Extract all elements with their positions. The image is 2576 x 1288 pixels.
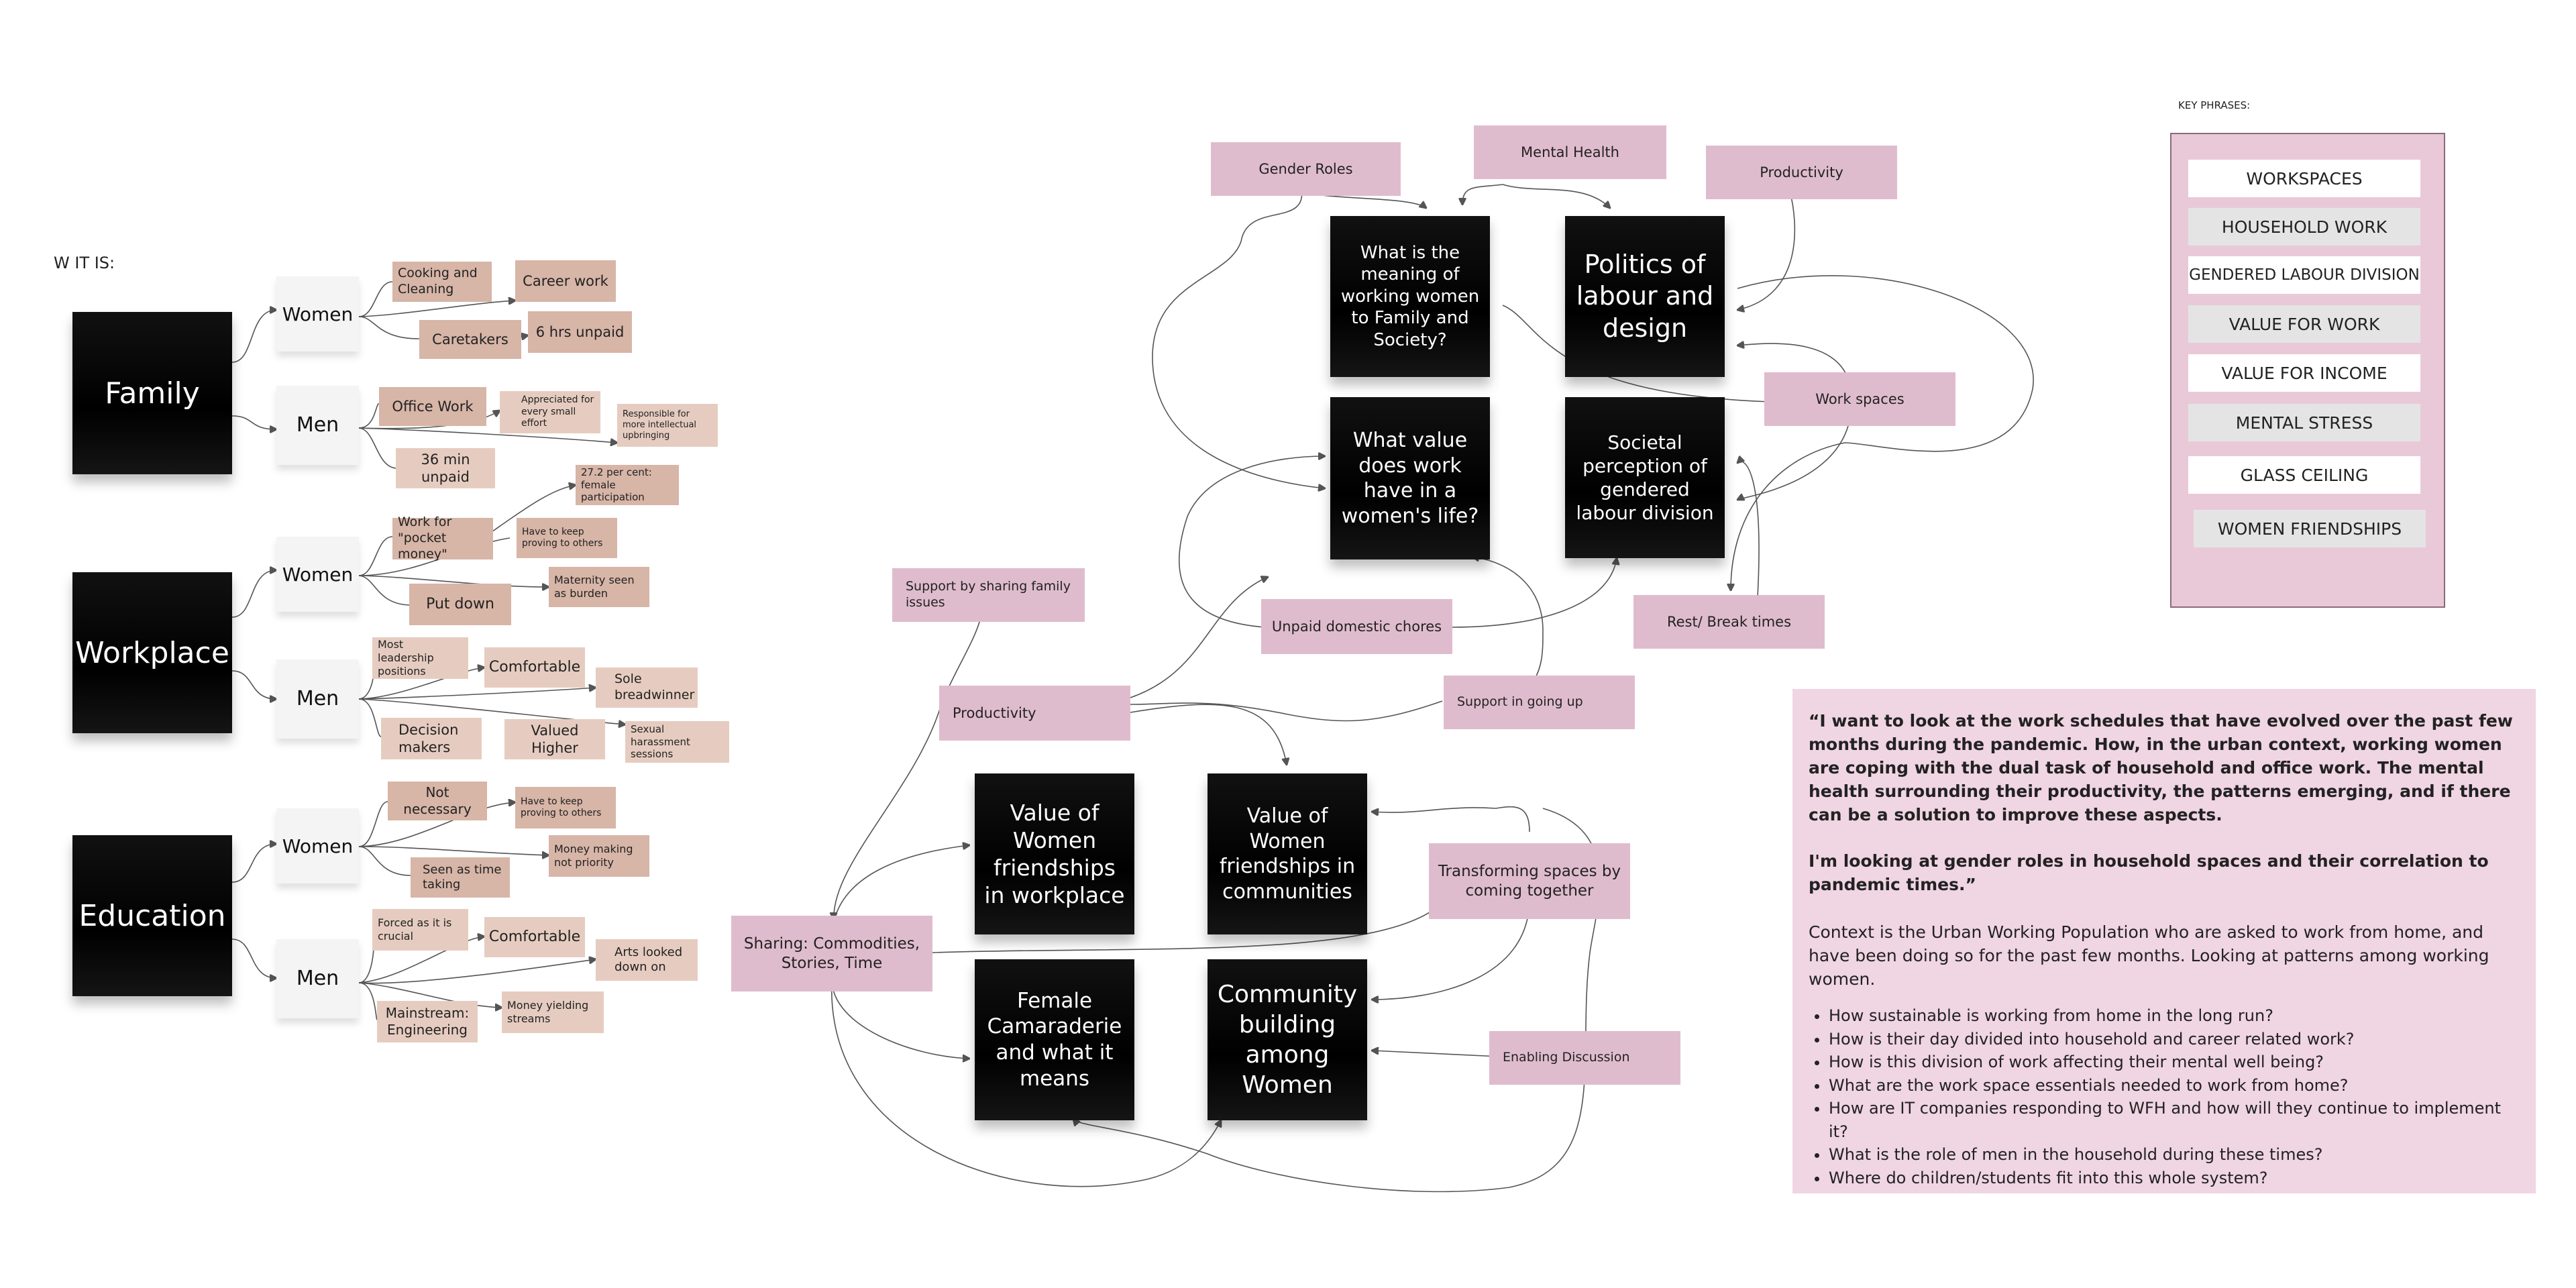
key-phrase-5[interactable]: VALUE FOR INCOME: [2188, 354, 2420, 392]
key-phrase-4[interactable]: VALUE FOR WORK: [2188, 305, 2420, 343]
education-men-item-5[interactable]: Money yielding streams: [502, 991, 604, 1033]
support-going-up-note[interactable]: Support in going up: [1444, 676, 1635, 729]
family-node[interactable]: Family: [72, 312, 232, 474]
research-quote-1: “I want to look at the work schedules th…: [1809, 711, 2513, 824]
workplace-men-item-2[interactable]: Comfortable: [484, 647, 585, 688]
key-phrase-7[interactable]: GLASS CEILING: [2188, 456, 2420, 494]
how-it-is-heading: W IT IS:: [54, 254, 115, 272]
education-women-item-2[interactable]: Have to keep proving to others: [515, 787, 616, 828]
workplace-men-item-6[interactable]: Sexual harassment sessions: [625, 721, 729, 763]
societal-perception-node[interactable]: Societal perception of gendered labour d…: [1565, 397, 1725, 558]
education-men-node[interactable]: Men: [276, 939, 359, 1018]
family-women-node[interactable]: Women: [276, 276, 359, 352]
key-phrase-1[interactable]: WORKSPACES: [2188, 160, 2420, 197]
research-statement-panel: “I want to look at the work schedules th…: [1792, 689, 2536, 1193]
community-building-node[interactable]: Community building among Women: [1208, 959, 1367, 1120]
workplace-men-item-5[interactable]: Valued Higher: [504, 719, 605, 759]
workplace-men-node[interactable]: Men: [276, 659, 359, 739]
research-question: How is their day divided into household …: [1829, 1028, 2520, 1051]
productivity-top-note[interactable]: Productivity: [1706, 146, 1897, 199]
workplace-women-item-1[interactable]: 27.2 per cent: female participation: [576, 465, 679, 505]
education-men-item-3[interactable]: Arts looked down on: [596, 939, 698, 981]
value-of-work-node[interactable]: What value does work have in a women's l…: [1330, 397, 1490, 559]
research-question: How sustainable is working from home in …: [1829, 1004, 2520, 1028]
rest-break-times-note[interactable]: Rest/ Break times: [1633, 595, 1825, 649]
key-phrase-3[interactable]: GENDERED LABOUR DIVISION: [2188, 256, 2420, 294]
female-camaraderie-node[interactable]: Female Camaraderie and what it means: [975, 959, 1134, 1120]
education-men-item-1[interactable]: Forced as it is crucial: [372, 909, 468, 951]
transforming-spaces-note[interactable]: Transforming spaces by coming together: [1429, 843, 1630, 919]
family-men-item-2[interactable]: Appreciated for every small effort: [500, 391, 600, 433]
education-women-item-3[interactable]: Money making not priority: [549, 835, 649, 877]
work-spaces-note[interactable]: Work spaces: [1764, 372, 1955, 426]
key-phrase-2[interactable]: HOUSEHOLD WORK: [2188, 208, 2420, 246]
education-women-node[interactable]: Women: [276, 808, 359, 883]
workplace-women-item-5[interactable]: Put down: [409, 584, 511, 625]
unpaid-domestic-chores-note[interactable]: Unpaid domestic chores: [1261, 599, 1452, 654]
research-questions-list: How sustainable is working from home in …: [1809, 1004, 2520, 1189]
education-men-item-4[interactable]: Mainstream: Engineering: [377, 1001, 478, 1042]
friendships-workplace-node[interactable]: Value of Women friendships in workplace: [975, 773, 1134, 934]
research-question: What is the role of men in the household…: [1829, 1143, 2520, 1167]
education-women-item-4[interactable]: Seen as time taking: [411, 857, 510, 898]
workplace-node[interactable]: Workplace: [72, 572, 232, 733]
mental-health-note[interactable]: Mental Health: [1474, 125, 1666, 179]
education-node[interactable]: Education: [72, 835, 232, 996]
research-question: How is this division of work affecting t…: [1829, 1051, 2520, 1074]
gender-roles-note[interactable]: Gender Roles: [1211, 142, 1401, 196]
workplace-women-item-4[interactable]: Maternity seen as burden: [549, 567, 649, 607]
family-men-node[interactable]: Men: [276, 386, 359, 465]
research-quote-2: I'm looking at gender roles in household…: [1809, 851, 2489, 894]
meaning-working-women-node[interactable]: What is the meaning of working women to …: [1330, 216, 1490, 377]
key-phrase-6[interactable]: MENTAL STRESS: [2188, 404, 2420, 441]
education-men-item-2[interactable]: Comfortable: [484, 917, 585, 957]
key-phrases-title: KEY PHRASES:: [2178, 99, 2251, 111]
key-phrase-8[interactable]: WOMEN FRIENDSHIPS: [2194, 510, 2426, 547]
family-women-item-2[interactable]: Career work: [515, 260, 616, 302]
workplace-men-item-1[interactable]: Most leadership positions: [372, 637, 468, 679]
support-sharing-family-note[interactable]: Support by sharing family issues: [892, 568, 1085, 622]
family-women-item-4[interactable]: 6 hrs unpaid: [528, 311, 632, 353]
research-question: How are IT companies responding to WFH a…: [1829, 1097, 2520, 1143]
workplace-women-item-2[interactable]: Work for "pocket money": [392, 515, 493, 561]
research-question: What are the work space essentials neede…: [1829, 1074, 2520, 1097]
friendships-communities-node[interactable]: Value of Women friendships in communitie…: [1208, 773, 1367, 934]
enabling-discussion-note[interactable]: Enabling Discussion: [1489, 1031, 1680, 1085]
workplace-men-item-4[interactable]: Decision makers: [381, 718, 482, 759]
workplace-men-item-3[interactable]: Sole breadwinner: [596, 667, 698, 708]
family-women-item-3[interactable]: Caretakers: [419, 320, 521, 359]
sharing-commodities-note[interactable]: Sharing: Commodities, Stories, Time: [731, 916, 932, 991]
research-context: Context is the Urban Working Population …: [1809, 922, 2489, 989]
productivity-mid-note[interactable]: Productivity: [939, 686, 1130, 741]
politics-labour-design-node[interactable]: Politics of labour and design: [1565, 216, 1725, 377]
family-women-item-1[interactable]: Cooking and Cleaning: [392, 262, 492, 302]
family-men-item-3[interactable]: Responsible for more intellectual upbrin…: [617, 404, 718, 447]
education-women-item-1[interactable]: Not necessary: [388, 782, 487, 820]
family-men-item-4[interactable]: 36 min unpaid: [396, 448, 495, 488]
workplace-women-node[interactable]: Women: [276, 537, 359, 612]
research-question: Where do children/students fit into this…: [1829, 1167, 2520, 1190]
family-men-item-1[interactable]: Office Work: [379, 387, 486, 426]
workplace-women-item-3[interactable]: Have to keep proving to others: [517, 518, 617, 558]
